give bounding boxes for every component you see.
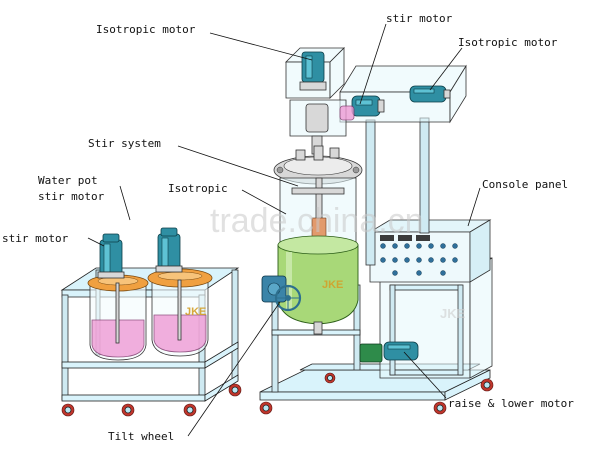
label-tilt-wheel: Tilt wheel xyxy=(108,430,174,443)
leader-stir-motor-left xyxy=(87,237,105,247)
leader-stir-motor-top xyxy=(359,23,387,105)
console-panel xyxy=(368,219,492,283)
cart-lower-rail xyxy=(61,361,206,369)
leader-isotropic-motor-top xyxy=(209,32,313,61)
cart-caster xyxy=(61,383,242,417)
raise-lower-motor xyxy=(359,341,419,363)
cart-bottom-side xyxy=(204,374,239,402)
cart-leg-back-right xyxy=(231,269,239,381)
leader-console-panel xyxy=(467,187,481,227)
pot-brand-watermark: JKE xyxy=(185,306,206,318)
leader-tilt-wheel xyxy=(187,301,281,437)
label-stir-motor-top: stir motor xyxy=(386,12,453,25)
tank-lid xyxy=(273,145,363,185)
water-pot-2 xyxy=(147,268,213,357)
lift-column-left xyxy=(365,119,376,266)
shaft-box xyxy=(289,99,355,155)
label-console-panel: Console panel xyxy=(482,178,568,191)
site-watermark: trade.china.cn xyxy=(210,202,424,240)
top-motor-housing xyxy=(285,47,345,99)
water-pot-motor-1 xyxy=(97,233,125,279)
tank-post-left xyxy=(271,299,279,393)
base-front xyxy=(259,391,446,401)
tilt-handwheel xyxy=(274,284,302,312)
leader-isotropic-motor-right xyxy=(429,47,463,91)
water-pot-motor-2 xyxy=(155,227,183,273)
leader-lines xyxy=(87,23,481,437)
cart-bottom-rail xyxy=(61,394,206,402)
base-caster xyxy=(259,372,494,415)
main-tank: JKE xyxy=(277,235,359,335)
label-isotropic: Isotropic xyxy=(168,182,228,195)
leader-raise-lower-motor xyxy=(403,351,447,399)
label-raise-lower-motor: raise & lower motor xyxy=(448,397,574,410)
label-isotropic-motor-top: Isotropic motor xyxy=(96,23,196,36)
label-water-pot-line2: stir motor xyxy=(38,190,105,203)
isotropic-motor-right xyxy=(409,85,451,103)
tank-upper-vessel xyxy=(279,177,357,269)
label-water-pot-line1: Water pot xyxy=(38,174,98,187)
tank-brand-watermark: JKE xyxy=(322,279,343,291)
label-isotropic-motor-right: Isotropic motor xyxy=(458,36,558,49)
leader-stir-system xyxy=(177,145,299,187)
label-stir-system: Stir system xyxy=(88,137,161,150)
main-machine: JKE JKE xyxy=(259,47,494,415)
leader-isotropic xyxy=(241,189,287,215)
water-pot-1 xyxy=(87,274,149,361)
label-stir-motor-left: stir motor xyxy=(2,232,69,245)
cart-lower-side xyxy=(204,341,239,369)
leader-water-pot xyxy=(119,185,131,221)
stir-motor-beam xyxy=(351,95,385,117)
frame-brand-watermark: JKE xyxy=(440,306,466,321)
cart-leg-front-left xyxy=(61,294,69,401)
water-pot-cart: JKE xyxy=(60,227,242,417)
